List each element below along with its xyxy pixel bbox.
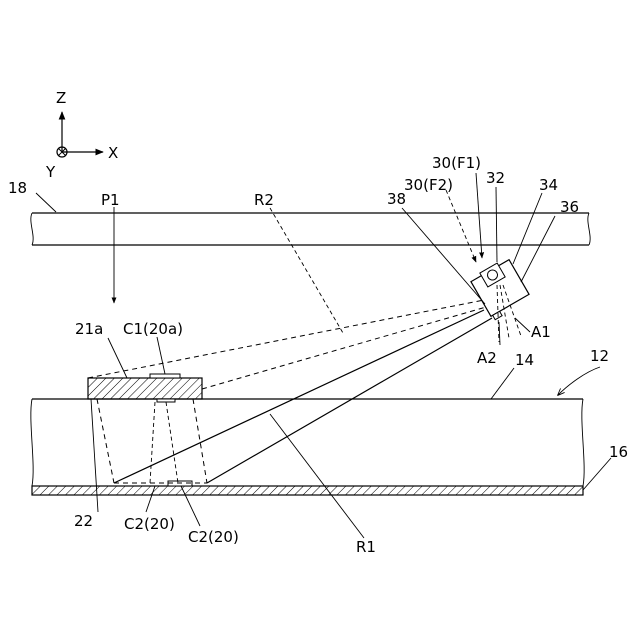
label-30-f2: 30(F2) — [404, 176, 453, 194]
upper-plate — [31, 213, 590, 245]
label-30-f1: 30(F1) — [432, 154, 481, 172]
axis-indicator: Z X Y — [45, 89, 118, 181]
hatched-block — [88, 378, 202, 399]
label-c1: C1(20a) — [123, 320, 183, 338]
label-r1: R1 — [356, 538, 376, 556]
label-21a: 21a — [75, 320, 103, 338]
label-36: 36 — [560, 198, 579, 216]
label-r2: R2 — [254, 191, 274, 209]
hatched-layer — [32, 486, 583, 495]
label-32: 32 — [486, 169, 505, 187]
ray-r2 — [88, 300, 486, 389]
label-34: 34 — [539, 176, 558, 194]
c2-pad-top — [157, 399, 175, 402]
label-38: 38 — [387, 190, 406, 208]
label-p1: P1 — [101, 191, 120, 209]
y-axis-label: Y — [45, 163, 56, 181]
label-16: 16 — [609, 443, 628, 461]
label-a1: A1 — [531, 323, 551, 341]
lower-plate — [31, 399, 584, 486]
z-axis-label: Z — [56, 89, 66, 107]
block-projection — [97, 399, 207, 483]
label-12: 12 — [590, 347, 609, 365]
label-14: 14 — [515, 351, 534, 369]
label-c2-left: C2(20) — [124, 515, 175, 533]
label-a2: A2 — [477, 349, 497, 367]
label-c2-right: C2(20) — [188, 528, 239, 546]
c1-pad — [150, 374, 180, 378]
label-18: 18 — [8, 179, 27, 197]
label-22: 22 — [74, 512, 93, 530]
x-axis-label: X — [108, 144, 118, 162]
